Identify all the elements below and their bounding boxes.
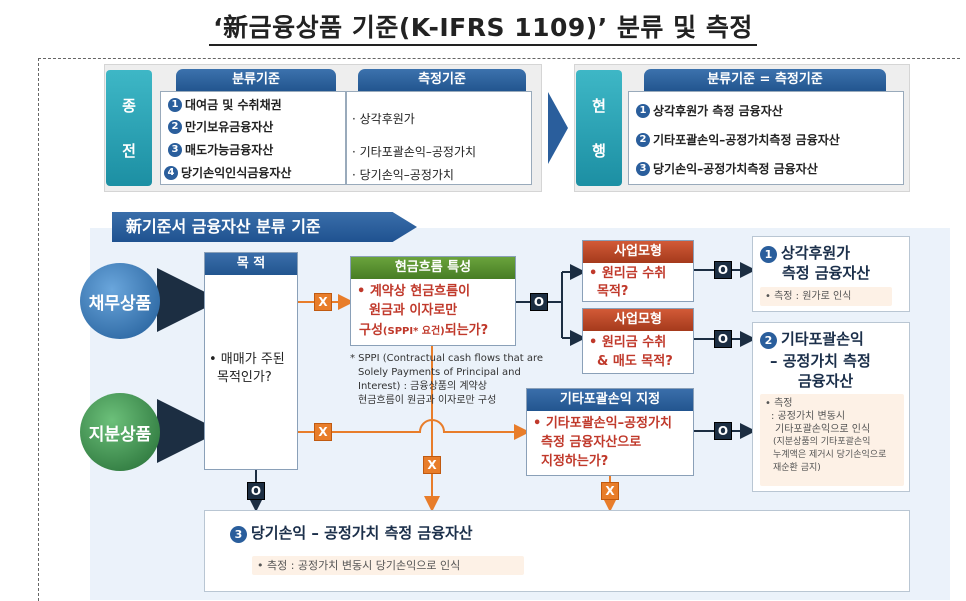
purpose-node: 목 적 • 매매가 주된 목적인가?: [204, 252, 298, 470]
sppi-note-3: Interest) : 금융상품의 계약상: [358, 381, 487, 392]
dashed-frame: [38, 58, 960, 601]
bm1-text-2: 목적?: [597, 284, 629, 299]
current-header: 분류기준 = 측정기준: [644, 69, 886, 91]
o-marker: O: [714, 422, 732, 440]
current-side-tab: 현 행: [576, 70, 622, 186]
class-list-box: [160, 91, 346, 185]
purpose-head: 목 적: [205, 253, 297, 275]
measure-list-box: [346, 91, 532, 185]
number-badge: 3: [636, 161, 650, 176]
diagram-banner: 新기준서 금융자산 분류 기준: [112, 212, 417, 242]
cashflow-text-1: • 계약상 현금흐름이: [357, 284, 471, 299]
number-badge: 3: [168, 142, 182, 157]
prev-measure-1: · 상각후원가: [352, 111, 415, 127]
bm1-head: 사업모형: [583, 241, 693, 263]
x-marker: X: [601, 482, 619, 500]
o-marker: O: [714, 330, 732, 348]
cashflow-text-3: 구성(SPPI* 요건)되는가?: [359, 323, 489, 338]
result2-title-3: 금융자산: [798, 372, 854, 390]
x-marker: X: [314, 423, 332, 441]
current-side-label-2: 행: [592, 142, 606, 160]
current-side-label-1: 현: [592, 97, 606, 115]
previous-side-tab: 종 전: [106, 70, 152, 186]
x-marker: X: [314, 293, 332, 311]
measure-header: 측정기준: [358, 69, 526, 91]
o-marker: O: [530, 293, 548, 311]
sppi-note-2: Solely Payments of Principal and: [358, 367, 521, 378]
class-header: 분류기준: [176, 69, 336, 91]
number-badge: 3: [230, 526, 247, 543]
oci-text-1: • 기타포괄손익–공정가치: [533, 416, 672, 431]
number-badge: 1: [168, 97, 182, 112]
number-badge: 1: [760, 246, 777, 263]
current-list-box: [628, 91, 904, 185]
result1-title-2: 측정 금융자산: [782, 264, 871, 282]
cashflow-node: 현금흐름 특성 • 계약상 현금흐름이 원금과 이자로만 구성(SPPI* 요건…: [350, 256, 516, 346]
number-badge: 2: [760, 332, 777, 349]
o-marker: O: [714, 261, 732, 279]
o-marker: O: [247, 482, 265, 500]
page-title: ‘新금융상품 기준(K-IFRS 1109)’ 분류 및 측정: [0, 8, 966, 46]
cashflow-head: 현금흐름 특성: [351, 257, 515, 279]
number-badge: 1: [636, 103, 650, 118]
result2-title-2: – 공정가치 측정: [770, 352, 871, 370]
business-model-node-1: 사업모형 • 원리금 수취 목적?: [582, 240, 694, 302]
sppi-note-1: * SPPI (Contractual cash flows that are: [350, 353, 544, 364]
number-badge: 2: [168, 119, 182, 134]
oci-text-3: 지정하는가?: [541, 454, 609, 469]
bm2-text-1: • 원리금 수취: [589, 335, 667, 350]
result1-note: • 측정 : 원가로 인식: [760, 287, 892, 306]
chevron-right-icon: [548, 92, 568, 164]
prev-measure-2: · 기타포괄손익–공정가치: [352, 144, 477, 160]
result3-note: • 측정 : 공정가치 변동시 당기손익으로 인식: [252, 556, 524, 575]
x-marker: X: [423, 456, 441, 474]
oci-text-2: 측정 금융자산으로: [541, 435, 642, 450]
sppi-note-4: 현금흐름이 원금과 이자로만 구성: [358, 395, 497, 406]
previous-side-label-2: 전: [122, 142, 136, 160]
bm1-text-1: • 원리금 수취: [589, 266, 667, 281]
debt-instrument-circle: 채무상품: [80, 263, 160, 339]
purpose-text-2: 목적인가?: [217, 370, 272, 385]
result-fvpl: [204, 510, 910, 592]
number-badge: 4: [164, 165, 178, 180]
purpose-text-1: • 매매가 주된: [209, 352, 285, 367]
cashflow-text-2: 원금과 이자로만: [369, 303, 458, 318]
previous-side-label-1: 종: [122, 97, 136, 115]
number-badge: 2: [636, 132, 650, 147]
result2-note: • 측정 : 공정가치 변동시 기타포괄손익으로 인식 (지분상품의 기타포괄손…: [760, 394, 904, 486]
business-model-node-2: 사업모형 • 원리금 수취 & 매도 목적?: [582, 308, 694, 374]
oci-head: 기타포괄손익 지정: [527, 389, 693, 411]
equity-instrument-circle: 지분상품: [80, 393, 160, 471]
prev-measure-3: · 당기손익–공정가치: [352, 167, 454, 183]
oci-designation-node: 기타포괄손익 지정 • 기타포괄손익–공정가치 측정 금융자산으로 지정하는가?: [526, 388, 694, 476]
bm2-text-2: & 매도 목적?: [597, 354, 673, 369]
bm2-head: 사업모형: [583, 309, 693, 331]
